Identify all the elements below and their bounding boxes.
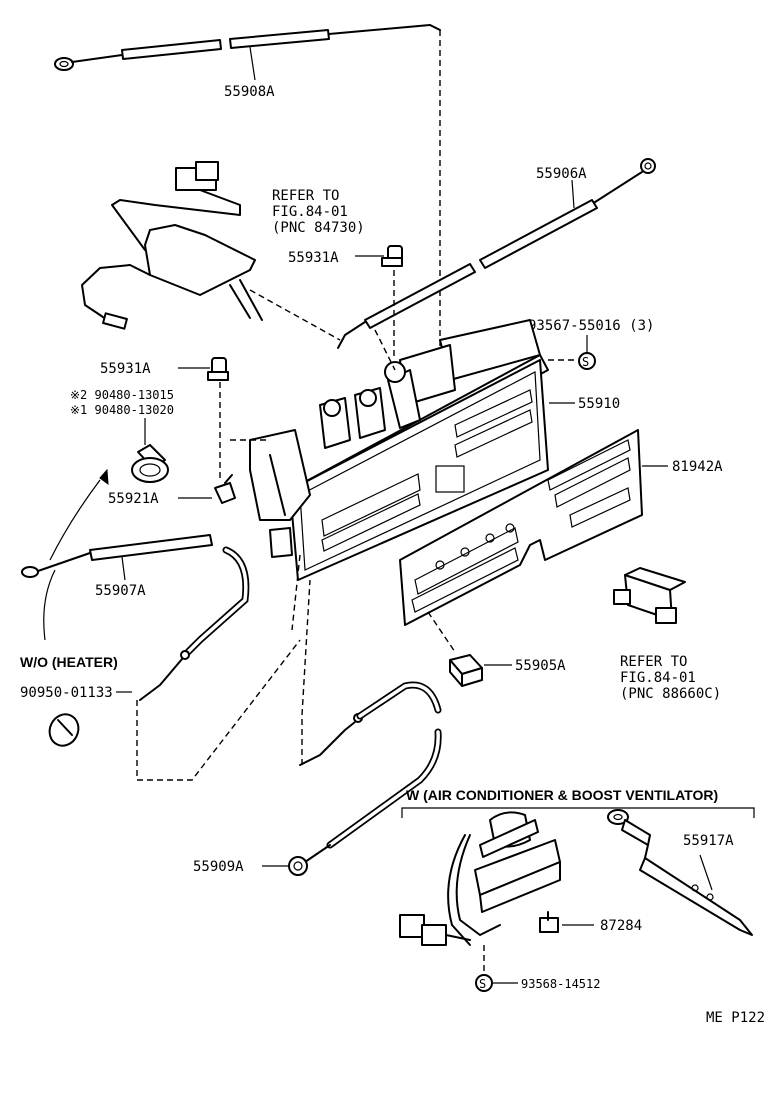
clip-55931a-top [381, 245, 403, 267]
label-55921a: 55921A [108, 491, 159, 507]
control-panel-81942a [399, 429, 643, 626]
label-55917a: 55917A [683, 833, 734, 849]
label-55909a: 55909A [193, 859, 244, 875]
label-90480-13020: ※1 90480-13020 [70, 403, 174, 417]
servo-87284 [399, 811, 561, 946]
label-55907a: 55907A [95, 583, 146, 599]
knob-55905a [449, 654, 483, 687]
refer2-line1: REFER TO [620, 654, 687, 670]
label-55908a: 55908A [224, 84, 275, 100]
refer1-line3: (PNC 84730) [272, 220, 365, 236]
connector-88660c [613, 567, 686, 624]
svg-text:S: S [479, 977, 486, 991]
refer2-line2: FIG.84-01 [620, 670, 696, 686]
label-w-aircon: W (AIR CONDITIONER & BOOST VENTILATOR) [406, 787, 718, 803]
plug-90950 [48, 713, 80, 747]
label-93567: 93567-55016 (3) [528, 318, 654, 334]
label-90480-13015: ※2 90480-13015 [70, 388, 174, 402]
label-55906a: 55906A [536, 166, 587, 182]
screw-93568: S [475, 974, 493, 992]
figure-code: ME P122 [706, 1010, 765, 1026]
link-55917a [607, 809, 753, 936]
clip-55931a-left [207, 357, 229, 381]
label-93568: 93568-14512 [521, 977, 600, 991]
label-55931a-left: 55931A [100, 361, 151, 377]
clip-55921a [214, 474, 236, 504]
label-90950: 90950-01133 [20, 685, 113, 701]
label-55905a: 55905A [515, 658, 566, 674]
heater-control-assembly-55910 [249, 319, 549, 581]
refer2-line3: (PNC 88660C) [620, 686, 721, 702]
label-87284: 87284 [600, 918, 642, 934]
screw-93567: S [578, 352, 596, 370]
cable-55909a [288, 681, 442, 876]
blower-switch-harness [81, 161, 263, 330]
cable-55907a [21, 534, 250, 701]
label-81942a: 81942A [672, 459, 723, 475]
svg-text:S: S [582, 355, 589, 369]
bulb-90480 [131, 444, 169, 483]
refer1-line1: REFER TO [272, 188, 339, 204]
refer1-line2: FIG.84-01 [272, 204, 348, 220]
cable-55908a [54, 24, 441, 71]
label-55931a-top: 55931A [288, 250, 339, 266]
label-55910: 55910 [578, 396, 620, 412]
label-wo-heater: W/O (HEATER) [20, 654, 118, 670]
cable-55906a [337, 158, 656, 349]
